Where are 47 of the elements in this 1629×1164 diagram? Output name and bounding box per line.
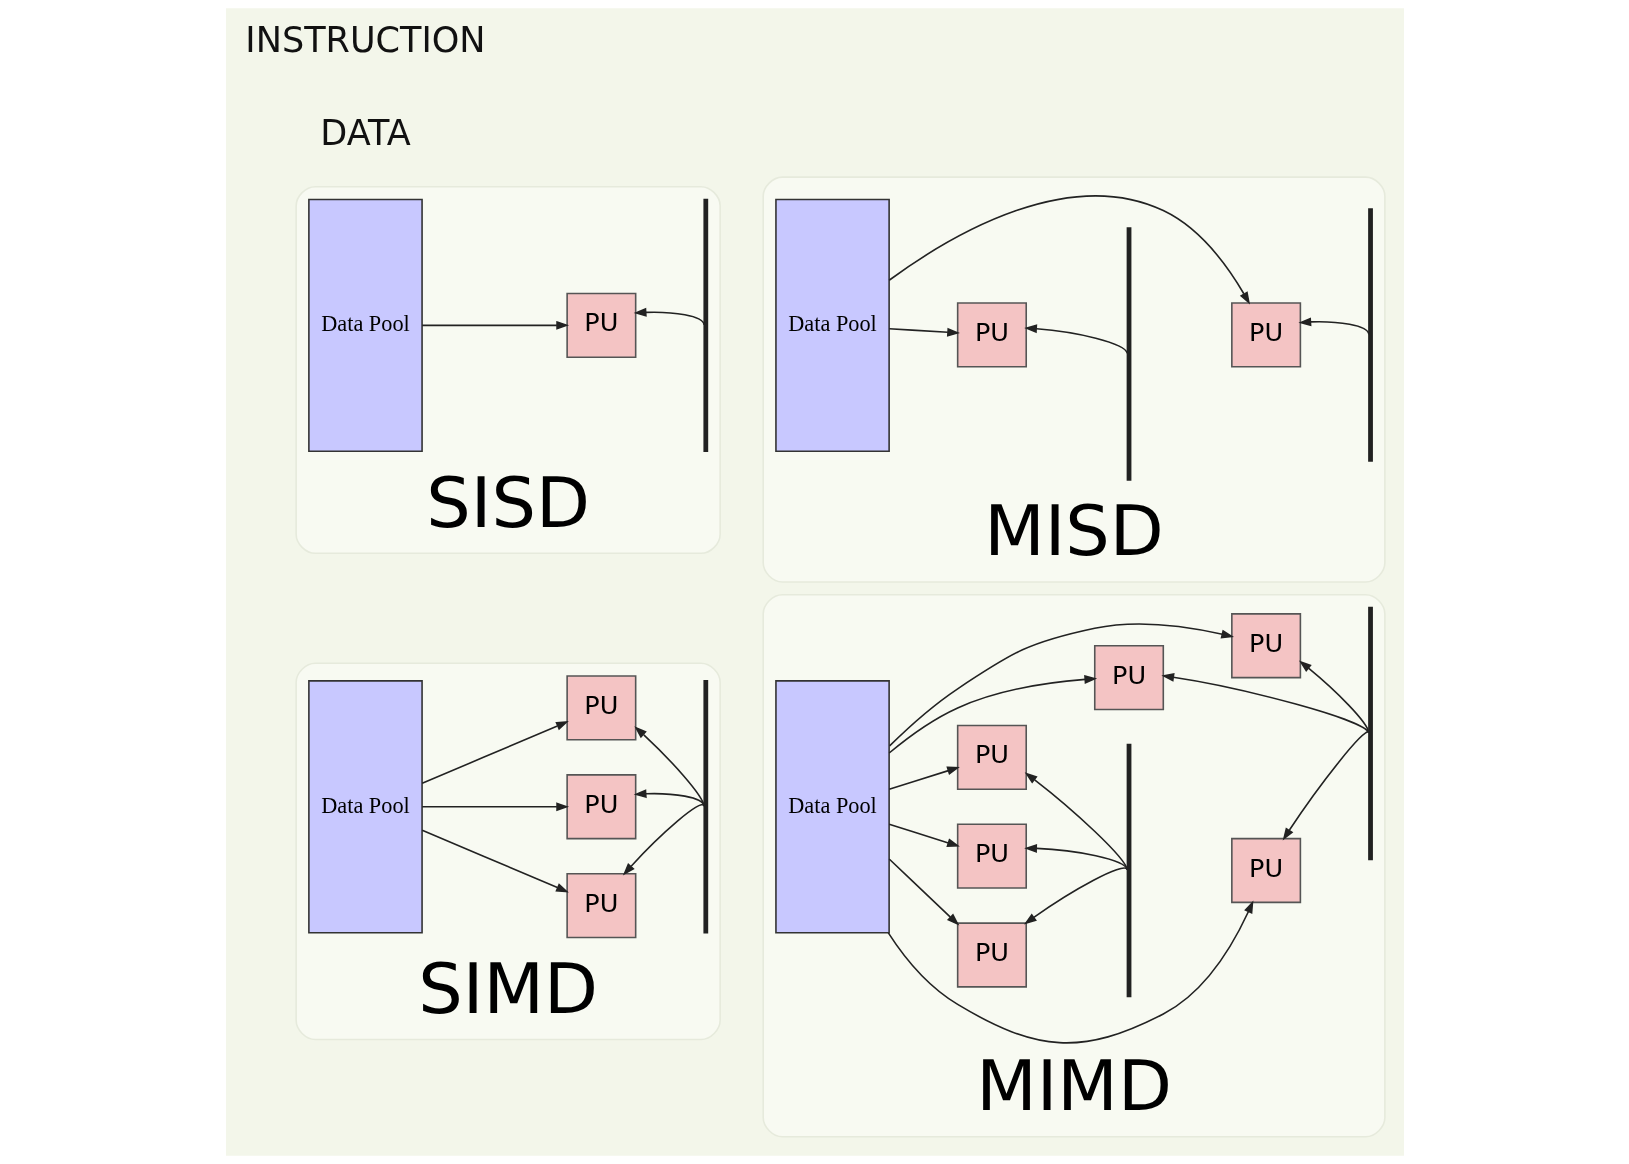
node-box: PU	[1230, 613, 1301, 679]
arrow	[888, 623, 1234, 747]
node-bar	[1126, 743, 1131, 998]
arrow	[1297, 317, 1370, 336]
node-box: PU	[1093, 644, 1164, 711]
node-bar	[702, 198, 708, 453]
node-box: PU	[956, 724, 1027, 791]
arrow	[887, 195, 1250, 305]
arrow	[1024, 772, 1128, 871]
arrow	[622, 803, 705, 876]
label: DATA	[319, 111, 411, 153]
arrow	[1160, 672, 1370, 734]
node-box: PU	[956, 302, 1027, 368]
node-bar	[702, 680, 708, 934]
arrow	[1298, 660, 1370, 734]
node-box: PU	[1230, 302, 1301, 368]
arrow	[887, 823, 960, 847]
node-box: PU	[565, 292, 636, 359]
node-box: PU	[565, 675, 636, 741]
arrow	[633, 307, 705, 326]
node-box: PU	[1230, 837, 1301, 904]
arrow	[420, 320, 569, 330]
arrow	[1023, 843, 1128, 871]
arrow	[633, 726, 705, 808]
label: INSTRUCTION	[244, 19, 486, 61]
arrow	[887, 858, 959, 926]
arrow	[887, 900, 1253, 1044]
node-box: Data Pool	[307, 198, 423, 453]
arrow	[887, 766, 960, 791]
arrow	[420, 802, 569, 812]
arrow	[1023, 324, 1128, 355]
arrow	[420, 829, 569, 893]
arrow	[420, 721, 569, 785]
node-bar	[1367, 606, 1373, 861]
node-bar	[1126, 227, 1131, 481]
node-box: PU	[956, 922, 1027, 988]
node-box: Data Pool	[774, 198, 890, 453]
node-box: PU	[956, 823, 1027, 889]
node-box: PU	[565, 872, 636, 939]
arrow	[1023, 867, 1128, 925]
arrow	[887, 675, 1097, 754]
node-box: Data Pool	[307, 680, 423, 934]
node-box: Data Pool	[774, 680, 890, 934]
node-box: PU	[565, 774, 636, 840]
node-bar	[1367, 208, 1373, 462]
arrow	[887, 327, 960, 337]
arrow	[1282, 731, 1370, 841]
